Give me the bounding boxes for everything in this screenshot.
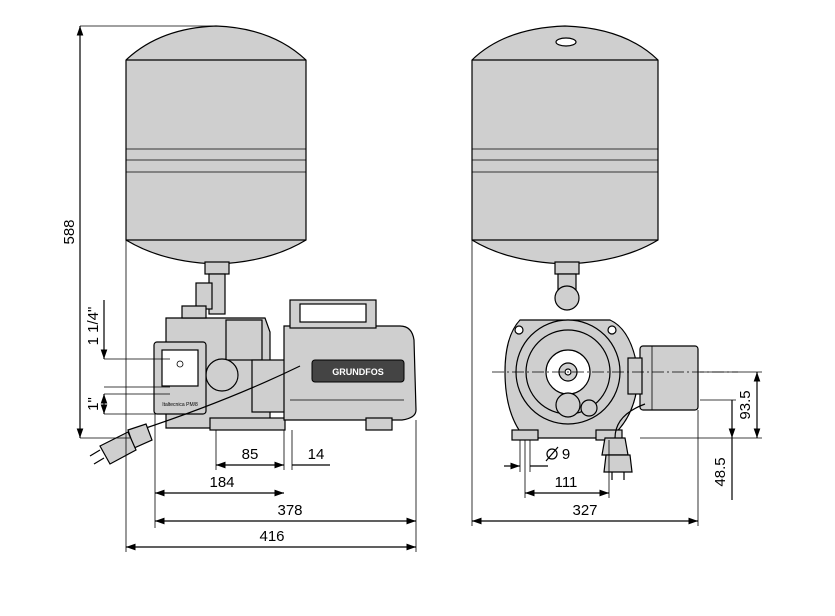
pressure-controller: Italtecnica PM/8 bbox=[153, 341, 207, 415]
dimension-lines: 588 1 1/4" 1" 85 14 184 378 416 bbox=[61, 25, 762, 552]
pump-housing-front bbox=[504, 319, 639, 441]
controller-label: Italtecnica PM/8 bbox=[162, 402, 198, 408]
dim-hole-diameter: 9 bbox=[562, 446, 570, 463]
power-cable-side bbox=[89, 365, 301, 465]
dim-48-5: 48.5 bbox=[712, 457, 729, 486]
side-view: GRUNDFOS Italtecnica PM/8 bbox=[89, 25, 417, 465]
dim-height-total: 588 bbox=[61, 219, 78, 244]
pressure-tank-front bbox=[471, 25, 659, 265]
dim-14: 14 bbox=[308, 446, 325, 463]
dim-conn-lower: 1" bbox=[85, 397, 102, 411]
dim-93-5: 93.5 bbox=[737, 390, 754, 419]
brand-label: GRUNDFOS bbox=[332, 367, 384, 377]
diameter-icon bbox=[545, 446, 559, 462]
tank-connection-front bbox=[554, 261, 580, 311]
dim-111: 111 bbox=[555, 474, 578, 491]
dim-conn-upper: 1 1/4" bbox=[85, 307, 102, 346]
front-view bbox=[471, 25, 738, 480]
dim-416: 416 bbox=[259, 528, 284, 545]
dim-184: 184 bbox=[209, 474, 234, 491]
dim-85: 85 bbox=[242, 446, 259, 463]
dim-378: 378 bbox=[277, 502, 302, 519]
motor-side: GRUNDFOS bbox=[283, 299, 417, 431]
pressure-tank-side bbox=[125, 25, 307, 265]
power-cable-front bbox=[601, 403, 646, 480]
dim-327: 327 bbox=[572, 502, 597, 519]
controller-side-box bbox=[627, 345, 699, 411]
